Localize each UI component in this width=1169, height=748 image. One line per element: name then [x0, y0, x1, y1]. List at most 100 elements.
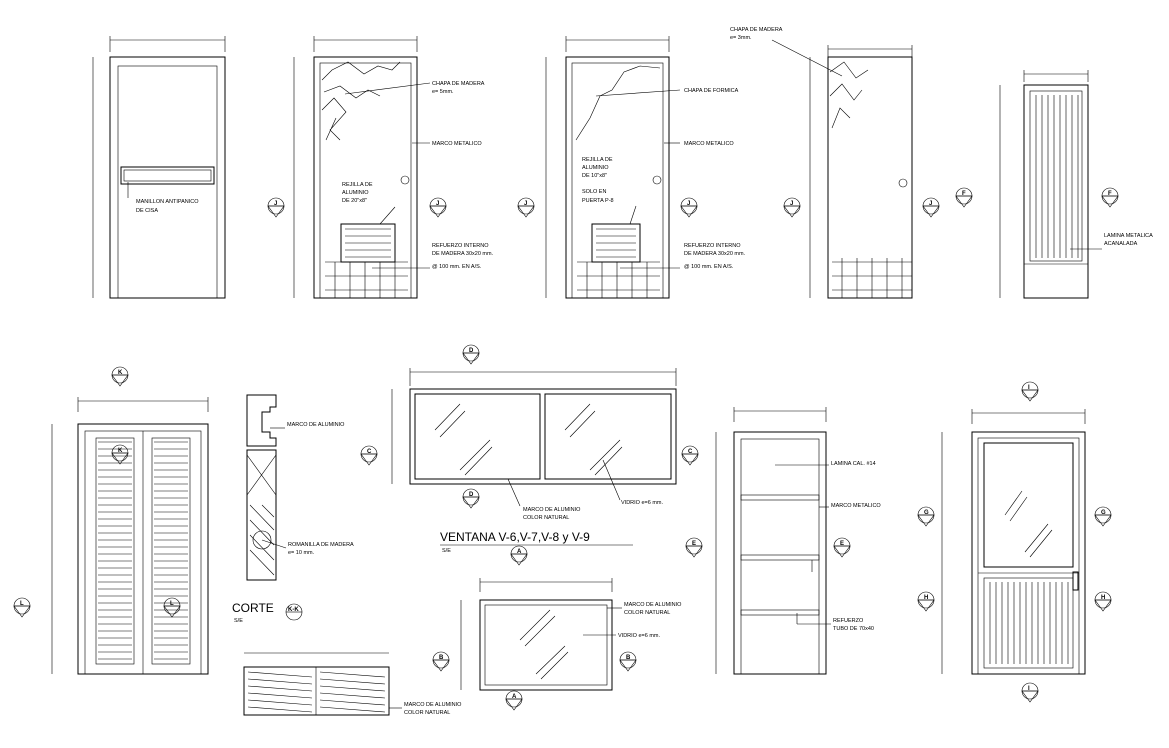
svg-text:A: A	[512, 694, 517, 700]
louvered-double-door	[51, 397, 209, 675]
svg-text:D: D	[469, 492, 474, 498]
chapa-top-label-1: CHAPA DE MADERA	[730, 27, 783, 33]
drawing-line	[247, 699, 313, 706]
refuerzo-label-2: DE MADERA 30x20 mm.	[432, 251, 494, 257]
lamina-acanalada-label-1: LAMINA METALICA	[1104, 233, 1153, 239]
door-elevation-3	[545, 36, 670, 299]
svg-text:G: G	[1101, 510, 1106, 516]
svg-text:H: H	[924, 595, 928, 601]
drawing-line	[319, 706, 386, 713]
svg-text:E: E	[692, 541, 696, 547]
rejilla-10-label-2: ALUMINIO	[582, 165, 609, 171]
corrugated-panel	[989, 582, 1069, 664]
marco-aluminio-natural-label-3b: COLOR NATURAL	[404, 710, 450, 716]
door-elevation-5	[999, 70, 1089, 299]
drawing-line	[247, 685, 313, 692]
chapa-madera-label-1: CHAPA DE MADERA	[432, 81, 485, 87]
rejilla-20-label-1: REJILLA DE	[342, 182, 373, 188]
manillon-label-1: MANILLON ANTIPANICO	[136, 199, 199, 205]
svg-text:K: K	[118, 448, 123, 454]
drawing-line	[247, 706, 313, 713]
drawing-line	[247, 692, 313, 699]
marco-aluminio-corte-label: MARCO DE ALUMINIO	[287, 422, 345, 428]
refuerzo-label-1: REFUERZO INTERNO	[432, 243, 489, 249]
svg-text:J: J	[436, 201, 439, 207]
ventana-v6-v9: MARCO DE ALUMINIO COLOR NATURAL VIDRIO e…	[391, 368, 677, 554]
louvered-window: MARCO DE ALUMINIO COLOR NATURAL	[243, 652, 462, 716]
chapa-top-label-2: e= 3mm.	[730, 35, 752, 41]
lamina-acanalada-label-2: ACANALADA	[1104, 241, 1138, 247]
small-window: MARCO DE ALUMINIO COLOR NATURAL VIDRIO e…	[460, 578, 682, 691]
ventana-tags: D D C C	[360, 344, 699, 509]
chapa-formica-label: CHAPA DE FORMICA	[684, 88, 739, 94]
rejilla-10-label-4: SOLO EN	[582, 189, 606, 195]
louvers	[98, 441, 188, 660]
svg-text:F: F	[962, 191, 966, 197]
svg-text:K: K	[118, 370, 123, 376]
svg-text:L: L	[170, 601, 174, 607]
svg-text:E: E	[840, 541, 844, 547]
section-cut-kk: MARCO DE ALUMINIO ROMANILLA DE MADERA e=…	[232, 394, 354, 624]
romanilla-label-2: e= 10 mm.	[288, 550, 315, 556]
marco-metalico-label-2: MARCO METALICO	[684, 141, 734, 147]
marco-aluminio-natural-label-1a: MARCO DE ALUMINIO	[523, 507, 581, 513]
door-elevation-2	[293, 36, 418, 299]
drawing-line	[319, 678, 386, 685]
corte-tag: K-K	[288, 607, 299, 613]
drawing-line	[319, 699, 386, 706]
marco-metalico-label-1: MARCO METALICO	[432, 141, 482, 147]
svg-text:A: A	[517, 549, 522, 555]
svg-text:J: J	[274, 201, 277, 207]
marco-aluminio-natural-label-2b: COLOR NATURAL	[624, 610, 670, 616]
svg-text:F: F	[1108, 191, 1112, 197]
vidrio-label-2: VIDRIO e=6 mm.	[618, 633, 660, 639]
refuerzo-label-5: DE MADERA 30x20 mm.	[684, 251, 746, 257]
door-elevation-1: MANILLON ANTIPANICO DE CISA	[92, 36, 226, 299]
svg-text:C: C	[367, 449, 372, 455]
rejilla-10-label-5: PUERTA P-8	[582, 198, 614, 204]
refuerzo-label-3: @ 100 mm. EN A/S.	[432, 264, 482, 270]
svg-text:J: J	[929, 201, 932, 207]
rejilla-10-label-3: DE 10"x8"	[582, 173, 607, 179]
lamina-cal-label: LAMINA CAL. #14	[831, 461, 876, 467]
metal-door: LAMINA CAL. #14 MARCO METALICO REFUERZO …	[715, 407, 881, 675]
metal-door-tags: E E	[685, 537, 851, 558]
svg-text:L: L	[20, 601, 24, 607]
k-tags: K K L L	[13, 366, 181, 618]
glass-door-tags: I I G G H H	[917, 381, 1112, 703]
svg-text:J: J	[687, 201, 690, 207]
marco-aluminio-natural-label-3a: MARCO DE ALUMINIO	[404, 702, 462, 708]
marco-aluminio-natural-label-1b: COLOR NATURAL	[523, 515, 569, 521]
svg-text:C: C	[688, 449, 693, 455]
door-elevation-4	[809, 45, 913, 299]
marco-metalico-label-3: MARCO METALICO	[831, 503, 881, 509]
drawing-line	[319, 671, 386, 678]
svg-text:I: I	[1028, 686, 1030, 692]
rejilla-10-label-1: REJILLA DE	[582, 157, 613, 163]
drawing-line	[247, 678, 313, 685]
vidrio-label-1: VIDRIO e=6 mm.	[621, 500, 663, 506]
svg-text:G: G	[924, 510, 929, 516]
svg-text:B: B	[626, 655, 631, 661]
corte-se: S/E	[234, 618, 243, 624]
drawing-line	[247, 671, 313, 678]
top-row-section-tags: J J J J J J F F	[267, 187, 1119, 218]
svg-text:I: I	[1028, 385, 1030, 391]
glass-corrugated-door	[941, 409, 1086, 675]
svg-text:J: J	[524, 201, 527, 207]
svg-text:B: B	[439, 655, 444, 661]
svg-text:J: J	[790, 201, 793, 207]
window-louvers	[247, 671, 386, 713]
drawing-line	[319, 685, 386, 692]
small-window-tags: A A B B	[432, 545, 637, 711]
romanilla-label-1: ROMANILLA DE MADERA	[288, 542, 354, 548]
drawing-line	[319, 692, 386, 699]
refuerzo-tubo-label-1: REFUERZO	[833, 618, 864, 624]
top-row-labels: CHAPA DE MADERA e= 5mm. MARCO METALICO R…	[342, 27, 1153, 270]
manillon-label-2: DE CISA	[136, 208, 158, 214]
marco-aluminio-natural-label-2a: MARCO DE ALUMINIO	[624, 602, 682, 608]
svg-text:H: H	[1101, 595, 1105, 601]
rejilla-20-label-3: DE 20"x8"	[342, 198, 367, 204]
chapa-madera-label-2: e= 5mm.	[432, 89, 454, 95]
